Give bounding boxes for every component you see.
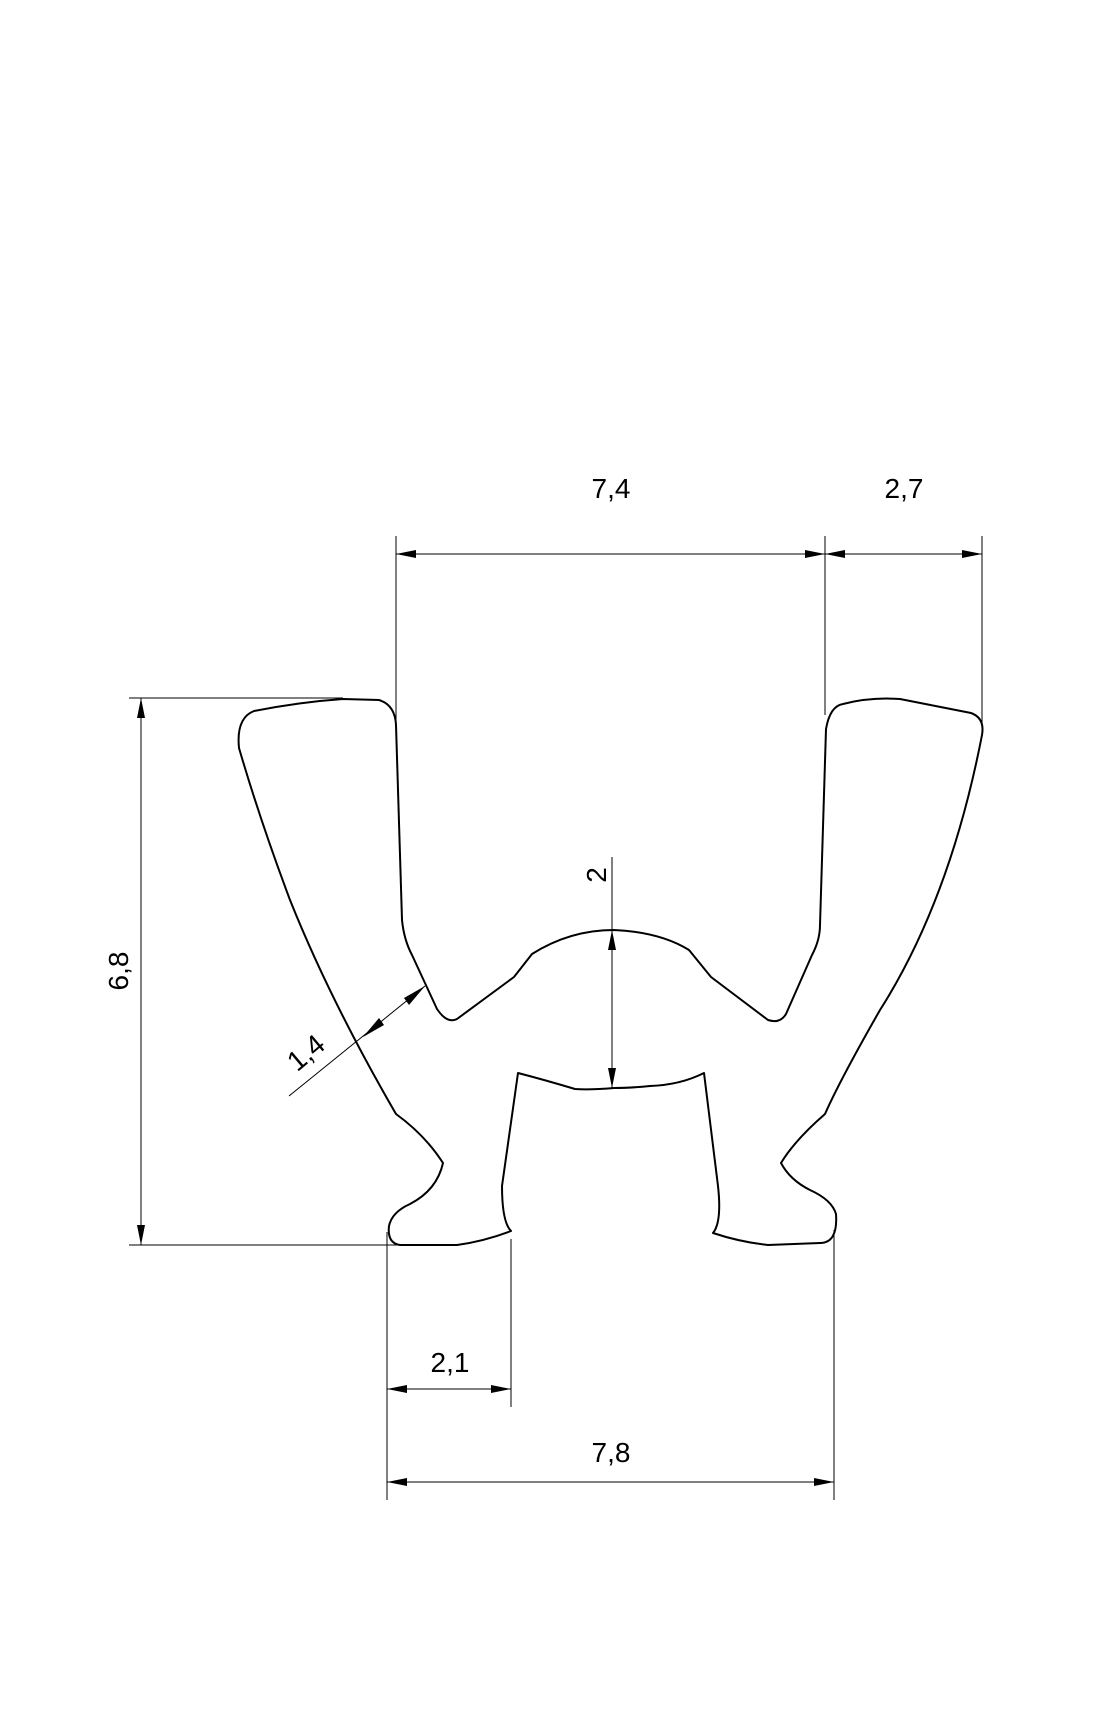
dimension-label-6-8: 6,8 xyxy=(103,952,134,991)
dimension-label-2-7: 2,7 xyxy=(885,473,924,504)
dimension-overall-height: 6,8 xyxy=(103,697,400,1246)
dimension-label-7-4: 7,4 xyxy=(592,473,631,504)
profile-outline xyxy=(237,697,984,1246)
dimension-foot-width: 2,1 xyxy=(387,1239,512,1407)
dimension-label-2-1: 2,1 xyxy=(431,1347,470,1378)
dimension-wall-thickness: 1,4 xyxy=(281,985,426,1097)
dimension-wing-width: 2,7 xyxy=(825,473,983,729)
dimension-label-2: 2 xyxy=(581,867,612,883)
dimension-label-1-4: 1,4 xyxy=(281,1028,331,1077)
dimension-center-thickness: 2 xyxy=(581,857,616,1088)
dimension-top-inner-width: 7,4 xyxy=(395,473,826,729)
dimension-base-width: 7,8 xyxy=(386,1230,835,1500)
dimension-label-7-8: 7,8 xyxy=(592,1437,631,1468)
